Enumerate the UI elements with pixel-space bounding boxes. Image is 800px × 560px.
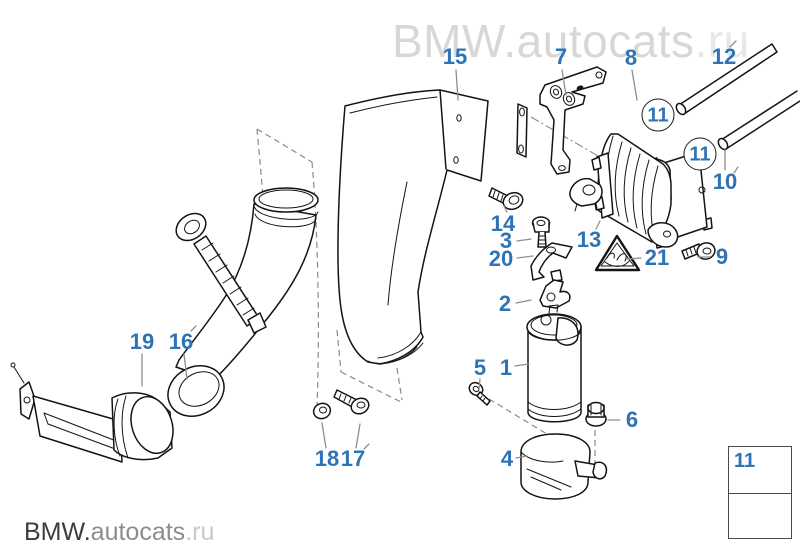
part-callout-15[interactable]: 15: [442, 44, 468, 69]
part-callout-16[interactable]: 16: [168, 329, 194, 354]
watermark-bottom: BMW.autocats.ru: [24, 518, 214, 547]
part-callout-7[interactable]: 7: [554, 44, 568, 69]
screw-part-3: [531, 216, 551, 248]
part-callout-19[interactable]: 19: [129, 329, 155, 354]
part-callout-5[interactable]: 5: [473, 355, 487, 380]
fuel-pipe-part-10: [717, 90, 800, 151]
watermark-bottom-tld: .ru: [185, 518, 215, 546]
part-callout-6[interactable]: 6: [625, 407, 639, 432]
fuel-filter-part-1: [526, 304, 582, 423]
watermark-top: BMW.autocats.ru: [392, 14, 750, 68]
part-callout-13[interactable]: 13: [576, 227, 602, 252]
legend-divider: [729, 493, 791, 494]
watermark-bottom-site: autocats: [90, 518, 186, 546]
part-callout-3[interactable]: 3: [499, 228, 513, 253]
part-callout-20[interactable]: 20: [488, 246, 514, 271]
legend-box: 11: [728, 446, 792, 539]
circled-part-callout-11[interactable]: 11: [683, 137, 717, 171]
part-callout-21[interactable]: 21: [644, 245, 670, 270]
part-callout-2[interactable]: 2: [498, 291, 512, 316]
hex-bolt-part-9: [681, 242, 716, 260]
intake-scoop-part-19: [10, 362, 174, 463]
clamp-band-part-4: [520, 433, 608, 500]
fuel-cooler-part-8: [591, 133, 713, 249]
warning-triangle-part-21: [594, 234, 641, 272]
screw-part-17: [333, 389, 370, 415]
part-callout-9[interactable]: 9: [715, 244, 729, 269]
circled-part-callout-11[interactable]: 11: [641, 98, 675, 132]
part-callout-18[interactable]: 18: [314, 446, 340, 471]
air-duct-part-15: [337, 89, 489, 365]
watermark-top-main: BMW.autocats: [392, 15, 695, 67]
bracket-part-20: [530, 242, 573, 281]
watermark-top-tld: .ru: [694, 15, 750, 67]
part-callout-14[interactable]: 14: [490, 211, 516, 236]
flange-bolt-part-14: [488, 187, 524, 211]
rubber-damper-part-13: [569, 177, 603, 212]
fuel-pipe-part-12: [675, 43, 778, 116]
part-callout-1[interactable]: 1: [499, 355, 513, 380]
construction-plane-dashes: [256, 128, 596, 462]
flange-nut-part-6: [585, 401, 607, 427]
intake-tube-part-16: [167, 187, 319, 417]
part-callout-10[interactable]: 10: [712, 169, 738, 194]
part-callout-17[interactable]: 17: [340, 446, 366, 471]
part-callout-12[interactable]: 12: [711, 44, 737, 69]
watermark-bottom-brand: BMW.: [24, 518, 91, 546]
part-callout-4[interactable]: 4: [500, 446, 514, 471]
mounting-bracket-part-7: [516, 66, 607, 175]
bracket-part-2: [539, 269, 571, 309]
screw-part-5: [468, 381, 491, 406]
callout-leader-lines: [141, 40, 739, 459]
part-callout-8[interactable]: 8: [624, 45, 638, 70]
legend-part-number: 11: [734, 450, 756, 472]
washer-part-18: [312, 402, 332, 420]
